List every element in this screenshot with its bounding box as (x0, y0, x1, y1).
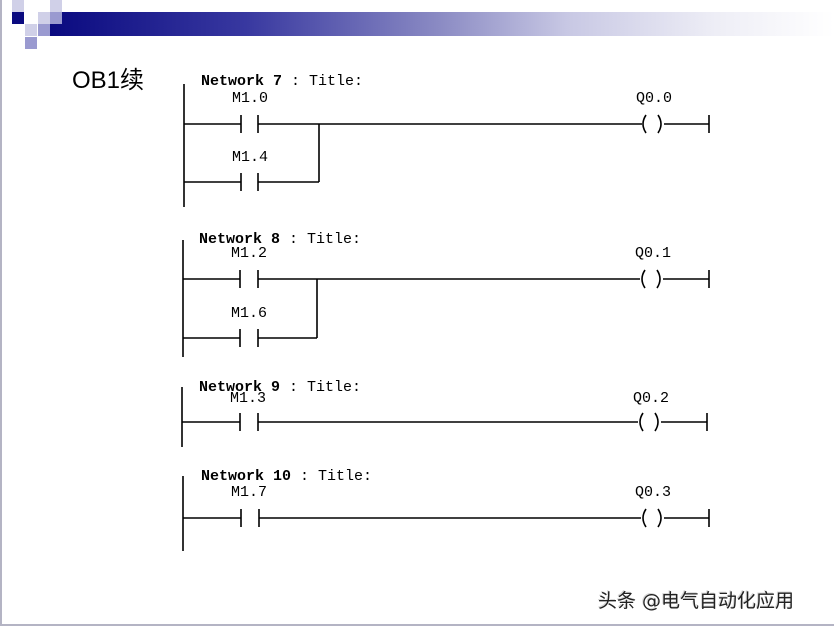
no-contact-icon (239, 329, 259, 347)
network-10-rung (182, 476, 710, 551)
header-gradient-bar (50, 12, 834, 36)
no-contact-icon (240, 173, 259, 191)
watermark-text: 头条 @电气自动化应用 (598, 590, 795, 612)
coil-icon (639, 412, 659, 432)
network-7-title: Network 7 : Title: (201, 73, 364, 90)
coil-icon (641, 269, 661, 289)
network-7-title-text: Title: (309, 73, 364, 90)
coil-label: Q0.1 (635, 245, 672, 262)
coil-label: Q0.0 (636, 90, 673, 107)
network-8-rung (182, 240, 710, 357)
coil-icon (642, 114, 662, 134)
contact-label: M1.7 (231, 484, 268, 501)
network-10-name: Network 10 (201, 468, 292, 485)
no-contact-icon (239, 270, 259, 288)
contact-label: M1.2 (231, 245, 268, 262)
network-7-rung (183, 84, 710, 207)
contact-label: M1.3 (230, 390, 267, 407)
no-contact-icon (239, 413, 259, 431)
network-9-title: Network 9 : Title: (199, 379, 362, 396)
network-10-title-text: Title: (318, 468, 373, 485)
network-8-title-text: Title: (307, 231, 362, 248)
no-contact-icon (240, 509, 260, 527)
coil-label: Q0.3 (635, 484, 672, 501)
no-contact-icon (240, 115, 259, 133)
contact-label: M1.6 (231, 305, 268, 322)
contact-label: M1.0 (232, 90, 269, 107)
network-9-name: Network 9 (199, 379, 281, 396)
network-8-title: Network 8 : Title: (199, 231, 362, 248)
slide-heading: OB1续 (72, 67, 145, 94)
network-9-rung (181, 387, 708, 447)
network-8-name: Network 8 (199, 231, 281, 248)
slide-bottom-border (0, 624, 834, 626)
slide-left-border (0, 0, 2, 626)
coil-icon (642, 508, 662, 528)
network-10-title: Network 10 : Title: (201, 468, 373, 485)
network-9-title-text: Title: (307, 379, 362, 396)
network-7-name: Network 7 (201, 73, 283, 90)
coil-label: Q0.2 (633, 390, 670, 407)
contact-label: M1.4 (232, 149, 269, 166)
